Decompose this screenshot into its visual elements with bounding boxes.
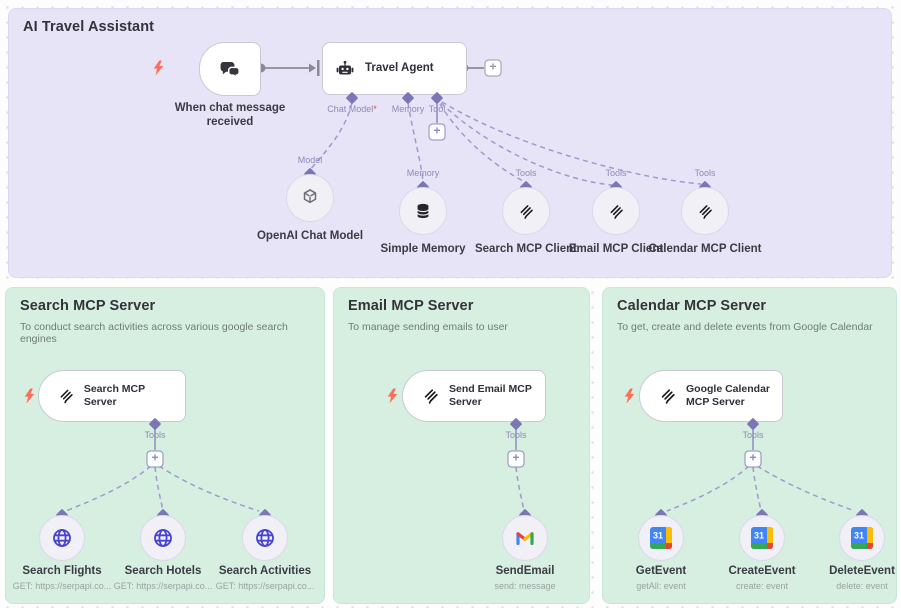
node-label-chat-trigger: When chat message received [174,102,286,129]
node-search-hotels[interactable] [140,515,186,561]
add-tool-button[interactable]: + [428,123,446,141]
section-title: Calendar MCP Server [617,298,767,314]
node-label-travel-agent: Travel Agent [365,62,434,75]
sticky-email-mcp-server[interactable]: Email MCP Server To manage sending email… [333,287,590,604]
database-icon [417,203,429,219]
node-label-calendar-client: Calendar MCP Client [648,243,762,255]
gmail-icon [516,532,534,546]
node-send-email[interactable] [502,515,548,561]
mcp-icon [520,204,533,219]
add-node-button[interactable]: + [484,59,502,77]
node-openai-chat-model[interactable] [286,174,334,222]
node-delete-event[interactable]: 31 [839,515,885,561]
node-label-cal-server: Google Calendar MCP Server [686,382,771,408]
mcp-icon [60,389,73,404]
node-create-event[interactable]: 31 [739,515,785,561]
node-send-email-mcp-server[interactable]: Send Email MCP Server [402,370,546,422]
add-tool-button[interactable]: + [507,450,525,468]
port-label-tool: Tool [428,104,446,114]
node-calendar-mcp-client[interactable] [681,187,729,235]
port-label-tools: Tools [605,168,627,178]
svg-text:31: 31 [854,531,864,541]
node-google-calendar-mcp-server[interactable]: Google Calendar MCP Server [639,370,783,422]
mcp-icon [610,204,623,219]
port-label-chat-model: Chat Model* [327,104,377,114]
node-travel-agent[interactable]: Travel Agent [322,42,467,95]
node-get-event[interactable]: 31 [638,515,684,561]
section-title: AI Travel Assistant [23,19,155,35]
section-title: Search MCP Server [20,298,156,314]
add-tool-button[interactable]: + [146,450,164,468]
trigger-lightning-icon [387,388,398,404]
plus-icon: + [433,123,441,138]
required-mark: * [373,104,377,114]
port-label-model: Model [297,155,323,165]
port-label-tools: Tools [505,430,527,440]
mcp-icon [661,389,675,404]
svg-text:31: 31 [653,531,663,541]
port-label-memory: Memory [406,168,440,178]
plus-icon: + [489,59,497,74]
section-subtitle: To get, create and delete events from Go… [617,321,873,333]
port-label-tools: Tools [144,430,166,440]
node-search-mcp-server[interactable]: Search MCP Server [38,370,186,422]
node-label-simple-memory: Simple Memory [380,243,466,255]
node-label-search-client: Search MCP Client [474,243,578,255]
node-label-openai: OpenAI Chat Model [256,230,364,242]
section-subtitle: To conduct search activities across vari… [20,321,288,345]
node-label-email-client: Email MCP Client [568,243,664,255]
add-tool-button[interactable]: + [744,450,762,468]
trigger-lightning-icon [624,388,635,404]
node-label-email-server: Send Email MCP Server [449,382,532,408]
google-calendar-icon: 31 [650,527,672,549]
node-simple-memory[interactable] [399,187,447,235]
node-label-search-server: Search MCP Server [83,382,145,408]
plus-icon: + [512,450,520,465]
robot-icon [336,60,354,74]
port-label-tools: Tools [515,168,537,178]
node-email-mcp-client[interactable] [592,187,640,235]
trigger-lightning-icon [24,388,35,404]
plus-icon: + [151,450,159,465]
port-label-tools: Tools [742,430,764,440]
svg-text:31: 31 [754,531,764,541]
chat-icon [220,61,240,79]
section-subtitle: To manage sending emails to user [348,321,508,333]
section-title: Email MCP Server [348,298,474,314]
plus-icon: + [749,450,757,465]
node-search-activities[interactable] [242,515,288,561]
mcp-icon [699,204,712,219]
globe-icon [256,529,274,547]
node-search-mcp-client[interactable] [502,187,550,235]
port-label-memory: Memory [391,104,425,114]
node-chat-trigger[interactable] [199,42,261,96]
globe-icon [154,529,172,547]
node-search-flights[interactable] [39,515,85,561]
mcp-icon [424,389,438,404]
google-calendar-icon: 31 [851,527,873,549]
port-label-tools: Tools [694,168,716,178]
openai-icon [303,189,317,204]
trigger-lightning-icon [153,60,164,76]
globe-icon [53,529,71,547]
google-calendar-icon: 31 [751,527,773,549]
